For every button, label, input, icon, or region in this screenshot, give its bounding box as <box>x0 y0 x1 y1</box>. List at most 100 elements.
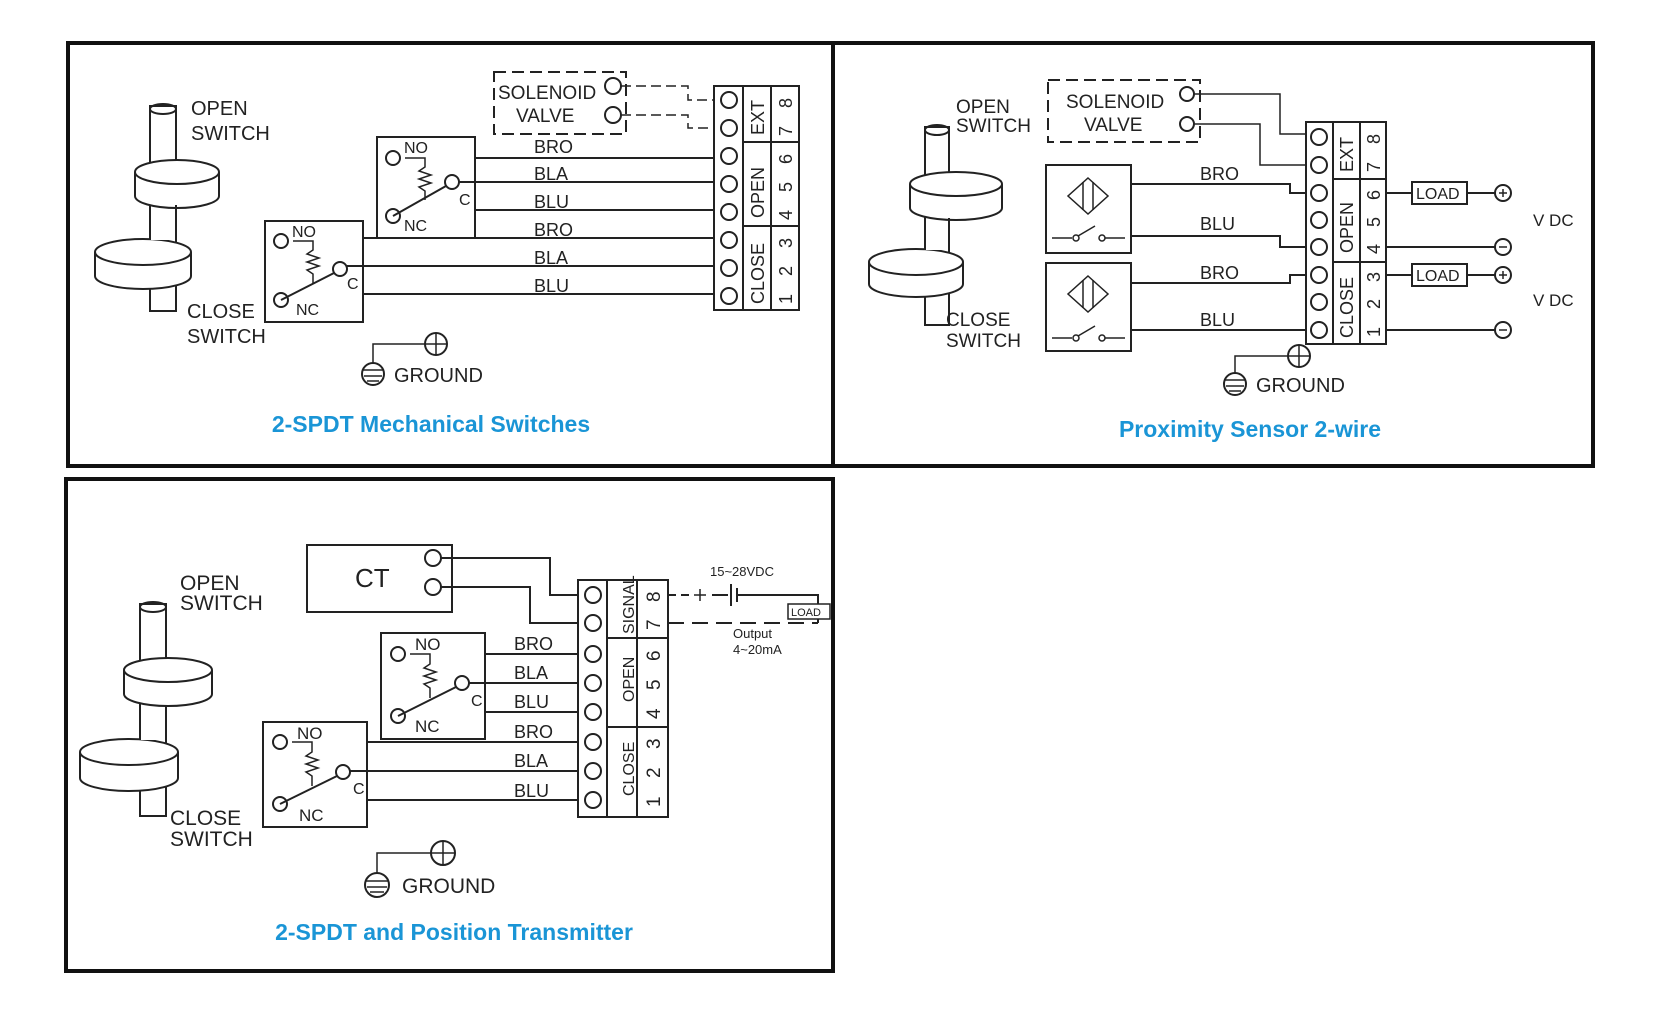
group-open: OPEN <box>748 167 768 218</box>
group-open: OPEN <box>1337 202 1357 253</box>
load-label: LOAD <box>791 607 821 619</box>
vdc-label-2: V DC <box>1533 291 1574 310</box>
terminal-2: 2 <box>1364 299 1384 309</box>
group-close: CLOSE <box>748 243 768 304</box>
close-switch-label-2: SWITCH <box>170 828 253 851</box>
terminal-3: 3 <box>776 238 796 248</box>
ground-label: GROUND <box>394 365 483 387</box>
vdc-label-1: V DC <box>1533 211 1574 230</box>
terminal-4: 4 <box>644 708 665 719</box>
solenoid-label-1: SOLENOID <box>1066 92 1164 113</box>
open-c-label: C <box>471 693 483 710</box>
group-ext: EXT <box>1337 137 1357 172</box>
close-switch-label-1: CLOSE <box>170 807 241 830</box>
panel-mechanical-switches: OPEN SWITCH CLOSE SWITCH SOLENOID VALVE … <box>66 41 835 468</box>
close-nc-label: NC <box>299 806 324 825</box>
group-ext: EXT <box>748 100 768 135</box>
close-switch-label-1: CLOSE <box>946 310 1010 331</box>
output-label-2: 4~20mA <box>733 642 782 657</box>
terminal-7: 7 <box>644 619 665 630</box>
ground-icon <box>1223 344 1311 396</box>
solenoid-label-2: VALVE <box>516 106 574 127</box>
wire-label-bro-1: BRO <box>1200 164 1239 184</box>
output-label-1: Output <box>733 626 772 641</box>
open-nc-label: NC <box>404 218 427 235</box>
close-c-label: C <box>353 781 365 798</box>
solenoid-label-2: VALVE <box>1084 115 1142 136</box>
open-switch-label-1: OPEN <box>180 572 240 595</box>
close-no-label: NO <box>297 724 323 743</box>
open-switch-label-1: OPEN <box>191 98 248 120</box>
group-close: CLOSE <box>1337 277 1357 338</box>
terminal-8: 8 <box>1364 134 1384 144</box>
open-no-label: NO <box>404 140 428 157</box>
group-open: OPEN <box>621 657 638 702</box>
panel-position-transmitter: OPEN SWITCH CLOSE SWITCH CT NO NC C NO N… <box>64 477 835 973</box>
open-switch-label-2: SWITCH <box>180 592 263 615</box>
terminal-5: 5 <box>644 679 665 690</box>
panel-proximity-sensor: OPEN SWITCH CLOSE SWITCH SOLENOID VALVE <box>831 41 1595 468</box>
terminal-6: 6 <box>644 650 665 661</box>
load-label-1: LOAD <box>1416 186 1460 203</box>
ground-icon <box>361 332 448 386</box>
panel-frame <box>831 41 1595 468</box>
switch-shaft-illustration <box>79 601 213 817</box>
wire-label-bro-2: BRO <box>534 220 573 240</box>
open-nc-label: NC <box>415 717 440 736</box>
wire-label-blu-2: BLU <box>1200 310 1235 330</box>
proximity-sensor-close <box>1045 262 1132 352</box>
open-spdt-box <box>380 632 486 740</box>
wire-label-bla-2: BLA <box>514 751 548 771</box>
close-spdt-box <box>264 220 364 323</box>
ct-box <box>306 544 453 613</box>
open-no-label: NO <box>415 635 441 654</box>
panel-title: Proximity Sensor 2-wire <box>1119 416 1381 442</box>
supply-label: 15~28VDC <box>710 564 774 579</box>
open-switch-label-1: OPEN <box>956 97 1010 118</box>
wire-label-bla-1: BLA <box>534 164 568 184</box>
wire-label-bro-2: BRO <box>1200 263 1239 283</box>
wire-label-blu-1: BLU <box>514 692 549 712</box>
solenoid-valve-box <box>1047 79 1201 143</box>
group-signal: SIGNAL <box>621 575 638 634</box>
close-c-label: C <box>347 276 359 293</box>
group-close: CLOSE <box>621 742 638 796</box>
ground-label: GROUND <box>402 875 495 898</box>
close-switch-label-2: SWITCH <box>187 326 266 348</box>
terminal-3: 3 <box>644 738 665 749</box>
proximity-sensor-open <box>1045 164 1132 254</box>
wire-label-blu-2: BLU <box>534 276 569 296</box>
wire-label-bro-1: BRO <box>514 634 553 654</box>
wire-label-blu-2: BLU <box>514 781 549 801</box>
terminal-3: 3 <box>1364 272 1384 282</box>
open-switch-label-2: SWITCH <box>191 123 270 145</box>
wire-label-bro-1: BRO <box>534 137 573 157</box>
panel-frame <box>64 477 835 973</box>
terminal-6: 6 <box>1364 190 1384 200</box>
terminal-5: 5 <box>776 182 796 192</box>
open-switch-label-2: SWITCH <box>956 116 1031 137</box>
ground-icon <box>364 840 456 898</box>
panel-title: 2-SPDT Mechanical Switches <box>272 411 590 437</box>
terminal-2: 2 <box>776 266 796 276</box>
terminal-8: 8 <box>776 98 796 108</box>
wire-label-bla-2: BLA <box>534 248 568 268</box>
close-no-label: NO <box>292 224 316 241</box>
close-nc-label: NC <box>296 302 319 319</box>
close-spdt-box <box>262 721 368 828</box>
terminal-block: SIGNAL OPEN CLOSE 8 7 6 5 4 3 2 1 <box>577 575 669 818</box>
terminal-block: EXT OPEN CLOSE 8 7 6 5 4 3 2 1 <box>1305 121 1387 345</box>
wire-label-bro-2: BRO <box>514 722 553 742</box>
terminal-1: 1 <box>644 796 665 807</box>
terminal-5: 5 <box>1364 217 1384 227</box>
ct-label: CT <box>355 563 390 593</box>
load-label-2: LOAD <box>1416 268 1460 285</box>
terminal-7: 7 <box>1364 162 1384 172</box>
terminal-7: 7 <box>776 126 796 136</box>
close-switch-label-2: SWITCH <box>946 331 1021 352</box>
close-switch-label-1: CLOSE <box>187 301 255 323</box>
terminal-6: 6 <box>776 154 796 164</box>
switch-shaft-illustration <box>94 103 220 312</box>
terminal-8: 8 <box>644 591 665 602</box>
